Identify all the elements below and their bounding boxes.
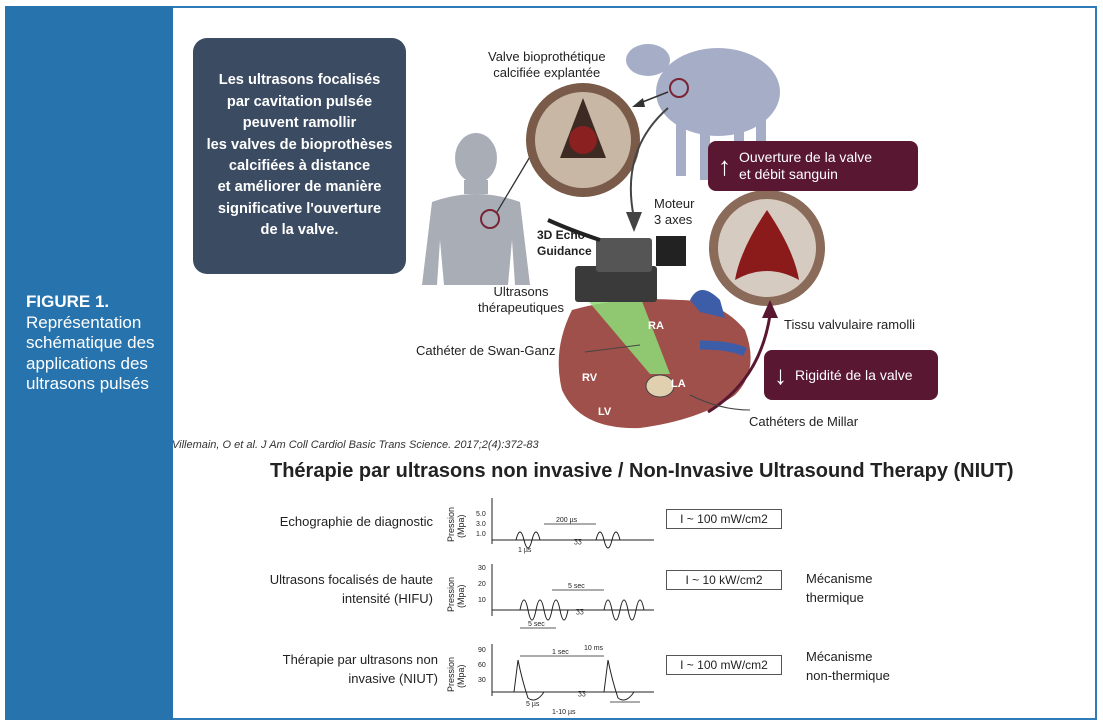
axis-label-pression: Pression xyxy=(446,507,456,542)
box-valve-rigidity: ↓ Rigidité de la valve xyxy=(764,350,938,400)
softened-valve-image xyxy=(709,190,825,306)
gap-symbol: ʒʒ xyxy=(578,690,586,697)
box-valve-opening-text: Ouverture de la valve et débit sanguin xyxy=(739,149,873,182)
human-valve-marker xyxy=(480,209,500,229)
tick-label: 10 xyxy=(478,597,486,604)
waveform-hifu: Pression (Mpa) 30 20 10 ʒʒ 5 sec 5 sec xyxy=(446,564,654,629)
ultrasound-cone xyxy=(584,296,670,374)
gap-symbol: ʒʒ xyxy=(576,608,584,615)
axis-label-mpa: (Mpa) xyxy=(456,514,466,538)
arrow-down-icon: ↓ xyxy=(774,360,787,390)
figure-number: FIGURE 1. xyxy=(26,292,110,311)
sheep-valve-marker xyxy=(669,78,689,98)
label-motor: Moteur 3 axes xyxy=(654,196,695,227)
gap-symbol: ʒʒ xyxy=(574,538,582,545)
tick-label: 1.0 xyxy=(476,531,486,538)
axis-label-pression: Pression xyxy=(446,577,456,612)
waveform-diagnostic: Pression (Mpa) 5.0 3.0 1.0 ʒʒ 200 µs 1 µ… xyxy=(446,498,654,554)
axis-label-mpa: (Mpa) xyxy=(456,664,466,688)
row-label-hifu: Ultrasons focalisés de haute intensité (… xyxy=(269,572,433,606)
label-ra: RA xyxy=(648,320,664,332)
pulse-label: 5 µs xyxy=(526,701,540,708)
mechanism-niut: Mécanisme non-thermique xyxy=(806,649,890,683)
pulse-label: 5 sec xyxy=(528,621,545,628)
explanted-valve-image xyxy=(526,83,640,197)
period-label: 1 sec xyxy=(552,649,569,656)
period-label: 200 µs xyxy=(556,517,578,524)
burst-label: 1-10 µs xyxy=(552,709,576,716)
row-label-diagnostic: Echographie de diagnostic xyxy=(279,514,433,529)
waveform-niut: Pression (Mpa) 90 60 30 ʒʒ 1 sec 10 ms 5… xyxy=(446,644,654,716)
callout-box: Les ultrasons focalisés par cavitation p… xyxy=(193,38,406,274)
label-millar: Cathéters de Millar xyxy=(749,414,859,429)
illustration xyxy=(422,44,825,429)
axis-label-pression: Pression xyxy=(446,657,456,692)
label-rv: RV xyxy=(582,372,598,384)
intensity-box-niut: I ~ 100 mW/cm2 xyxy=(666,655,782,675)
tick-label: 90 xyxy=(478,647,486,654)
mechanism-hifu: Mécanisme thermique xyxy=(806,571,873,605)
citation: Villemain, O et al. J Am Coll Cardiol Ba… xyxy=(172,439,539,451)
box-valve-rigidity-text: Rigidité de la valve xyxy=(795,366,913,383)
label-swan-ganz: Cathéter de Swan-Ganz xyxy=(416,343,556,358)
label-la: LA xyxy=(671,378,686,390)
label-valve-explanted: Valve bioprothétique calcifiée explantée xyxy=(488,49,606,80)
tick-label: 5.0 xyxy=(476,511,486,518)
tick-label: 60 xyxy=(478,662,486,669)
transducer xyxy=(575,266,657,302)
label-ultrasound: Ultrasons thérapeutiques xyxy=(478,284,565,315)
label-echo-guidance: 3D Echo Guidance xyxy=(537,228,592,258)
axis-label-mpa: (Mpa) xyxy=(456,584,466,608)
figure-sidebar xyxy=(5,6,173,720)
pulse-width-label: 10 ms xyxy=(584,645,604,652)
tick-label: 20 xyxy=(478,581,486,588)
tick-label: 30 xyxy=(478,565,486,572)
figure-caption-text: Représentation schématique des applicati… xyxy=(26,312,155,394)
tick-label: 3.0 xyxy=(476,521,486,528)
niut-title: Thérapie par ultrasons non invasive / No… xyxy=(270,460,1014,482)
period-label: 5 sec xyxy=(568,583,585,590)
intensity-box-hifu: I ~ 10 kW/cm2 xyxy=(666,570,782,590)
arrow-up-icon: ↑ xyxy=(718,151,731,181)
figure-caption: FIGURE 1. Représentation schématique des… xyxy=(26,292,166,395)
pulse-label: 1 µs xyxy=(518,547,532,554)
label-softened-tissue: Tissu valvulaire ramolli xyxy=(784,317,915,332)
label-lv: LV xyxy=(598,406,612,418)
box-valve-opening: ↑ Ouverture de la valve et débit sanguin xyxy=(708,141,918,191)
human-silhouette xyxy=(422,133,530,285)
row-label-niut: Thérapie par ultrasons non invasive (NIU… xyxy=(282,652,438,686)
intensity-box-diagnostic: I ~ 100 mW/cm2 xyxy=(666,509,782,529)
tick-label: 30 xyxy=(478,677,486,684)
